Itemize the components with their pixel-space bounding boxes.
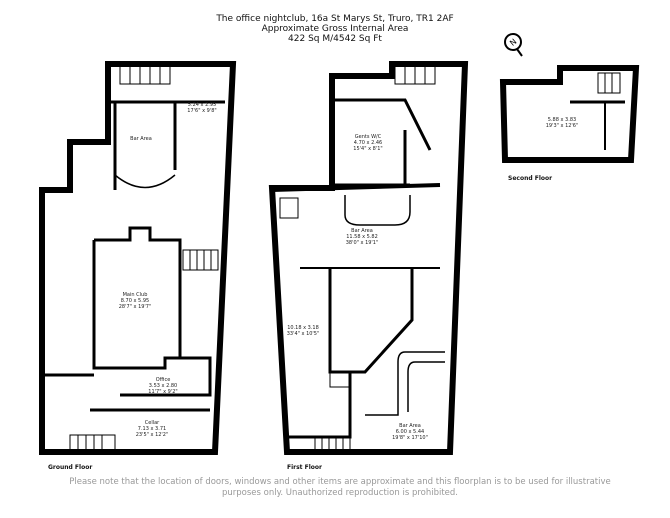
- floorplan-title: The office nightclub, 16a St Marys St, T…: [0, 14, 670, 44]
- bar-counter: [344, 195, 411, 226]
- gents-wc-wall: [332, 98, 432, 151]
- second-floor-label: Second Floor: [508, 175, 553, 182]
- first-wall: [271, 183, 441, 192]
- first-inner-wall: [328, 268, 414, 374]
- stairs-icon: [69, 63, 219, 453]
- bar-counter: [365, 351, 445, 416]
- area-label: Approximate Gross Internal Area: [261, 24, 409, 34]
- address: The office nightclub, 16a St Marys St, T…: [216, 14, 454, 24]
- office-wall: [120, 356, 212, 397]
- ground-floor-label: Ground Floor: [48, 464, 93, 471]
- stairs-icon: [279, 63, 436, 453]
- bar-counter: [114, 174, 176, 189]
- area-value: 422 Sq M/4542 Sq Ft: [288, 34, 382, 44]
- first-floor-outline: [268, 61, 469, 455]
- disclaimer: Please note that the location of doors, …: [69, 477, 611, 498]
- room-label: Bar Area: [130, 136, 152, 142]
- second-floor-outline: [499, 65, 640, 163]
- compass-icon: [504, 33, 522, 51]
- compass-label: N: [508, 37, 518, 48]
- ground-floor-outline: [39, 61, 237, 455]
- main-club-wall: [92, 226, 182, 370]
- first-floor-label: First Floor: [287, 464, 323, 471]
- stairs-icon: [597, 72, 621, 94]
- first-wall: [287, 372, 352, 439]
